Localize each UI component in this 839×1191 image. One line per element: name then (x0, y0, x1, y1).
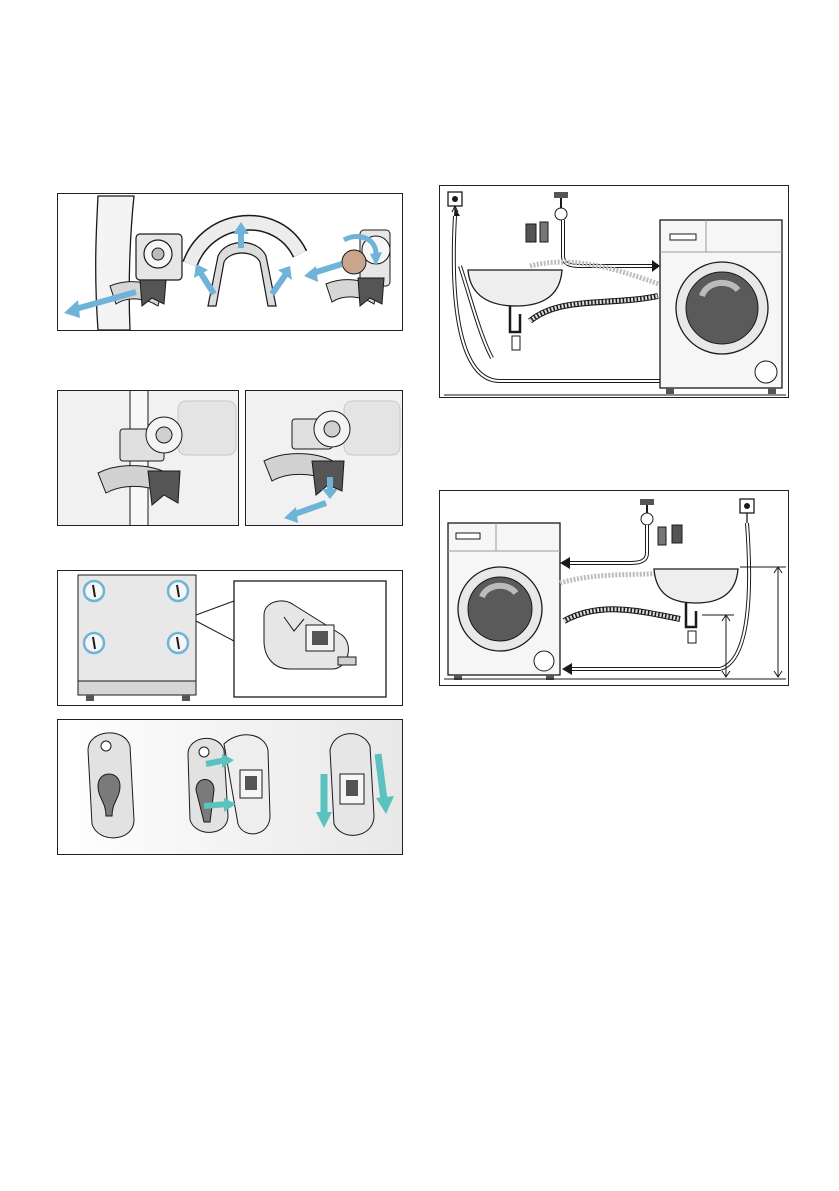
u-bracket-icon (190, 222, 300, 306)
hose-clamp-rotate-icon (304, 230, 390, 306)
rear-panel-icon (78, 575, 234, 701)
sink-icon (654, 569, 738, 643)
figure-hose-holder-detach (245, 390, 403, 526)
figure-connection-right (439, 185, 789, 398)
washer-right-icon (660, 220, 782, 394)
transport-plug-closeup-icon (234, 581, 386, 697)
hose-holder-removal-icon (64, 196, 182, 330)
figure-hose-removal (57, 193, 403, 331)
figure-transport-plugs (57, 570, 403, 706)
figure-connection-left (439, 490, 789, 686)
page-top-edge (0, 0, 839, 3)
cover-plate-icon (88, 733, 134, 838)
socket-icon (740, 499, 754, 523)
figure-hose-holder-attached (57, 390, 239, 526)
figure-cover-plates (57, 719, 403, 855)
washer-left-icon (448, 523, 560, 680)
